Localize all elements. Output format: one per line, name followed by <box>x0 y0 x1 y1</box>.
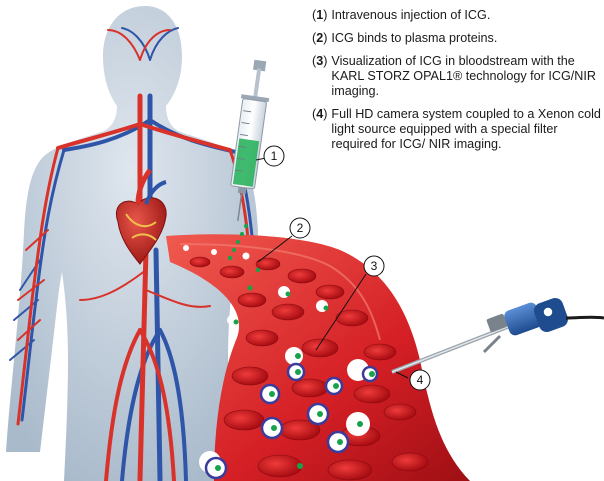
step-1: (1) Intravenous injection of ICG. <box>312 8 602 23</box>
step-number: (1) <box>312 8 327 23</box>
endoscope-camera-icon <box>392 296 604 372</box>
step-text: Visualization of ICG in bloodstream with… <box>331 54 602 99</box>
callout-marker-3: 3 <box>364 256 384 276</box>
step-number: (4) <box>312 107 327 152</box>
callout-marker-4: 4 <box>410 370 430 390</box>
step-text: Intravenous injection of ICG. <box>331 8 602 23</box>
svg-text:1: 1 <box>271 149 278 163</box>
step-2: (2) ICG binds to plasma proteins. <box>312 31 602 46</box>
svg-text:2: 2 <box>297 221 304 235</box>
svg-text:3: 3 <box>371 259 378 273</box>
step-number: (2) <box>312 31 327 46</box>
step-4: (4) Full HD camera system coupled to a X… <box>312 107 602 152</box>
callout-marker-2: 2 <box>290 218 310 238</box>
step-number: (3) <box>312 54 327 99</box>
steps-legend: (1) Intravenous injection of ICG. (2) IC… <box>312 8 602 160</box>
callout-marker-1: 1 <box>264 146 284 166</box>
step-text: ICG binds to plasma proteins. <box>331 31 602 46</box>
svg-text:4: 4 <box>417 373 424 387</box>
step-3: (3) Visualization of ICG in bloodstream … <box>312 54 602 99</box>
step-text: Full HD camera system coupled to a Xenon… <box>331 107 602 152</box>
